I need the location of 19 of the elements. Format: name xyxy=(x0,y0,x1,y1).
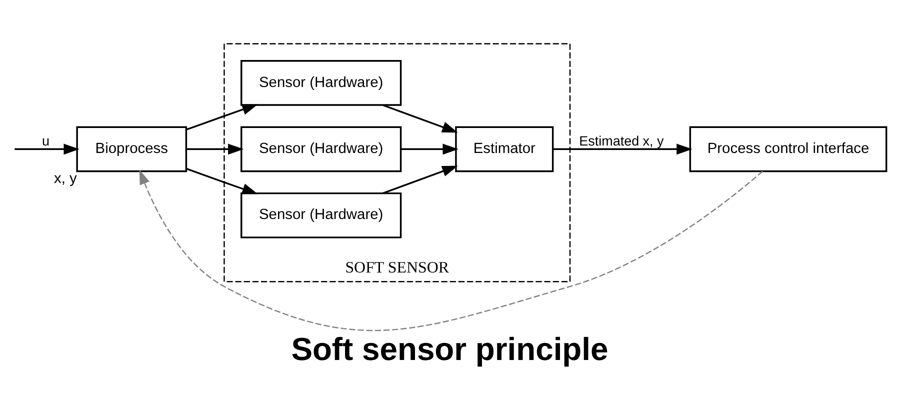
arrow xyxy=(186,143,244,154)
node-box: Sensor (Hardware) xyxy=(240,126,402,172)
node-box: Sensor (Hardware) xyxy=(240,60,402,106)
arrow xyxy=(14,143,80,154)
arrow xyxy=(401,143,458,154)
node-box: Sensor (Hardware) xyxy=(240,192,402,238)
edge-label: u xyxy=(42,132,50,148)
caption: Soft sensor principle xyxy=(291,330,608,366)
arrow xyxy=(553,143,692,154)
edge-label: Estimated x, y xyxy=(579,132,664,148)
arrow xyxy=(382,165,458,194)
arrow xyxy=(139,169,764,330)
node-box: Process control interface xyxy=(689,126,888,172)
arrow xyxy=(382,104,458,132)
arrow xyxy=(186,104,258,130)
arrow xyxy=(186,167,258,194)
node-box: Estimator xyxy=(455,126,554,172)
node-box: Bioprocess xyxy=(76,126,188,172)
node-label: x, y xyxy=(54,170,77,187)
